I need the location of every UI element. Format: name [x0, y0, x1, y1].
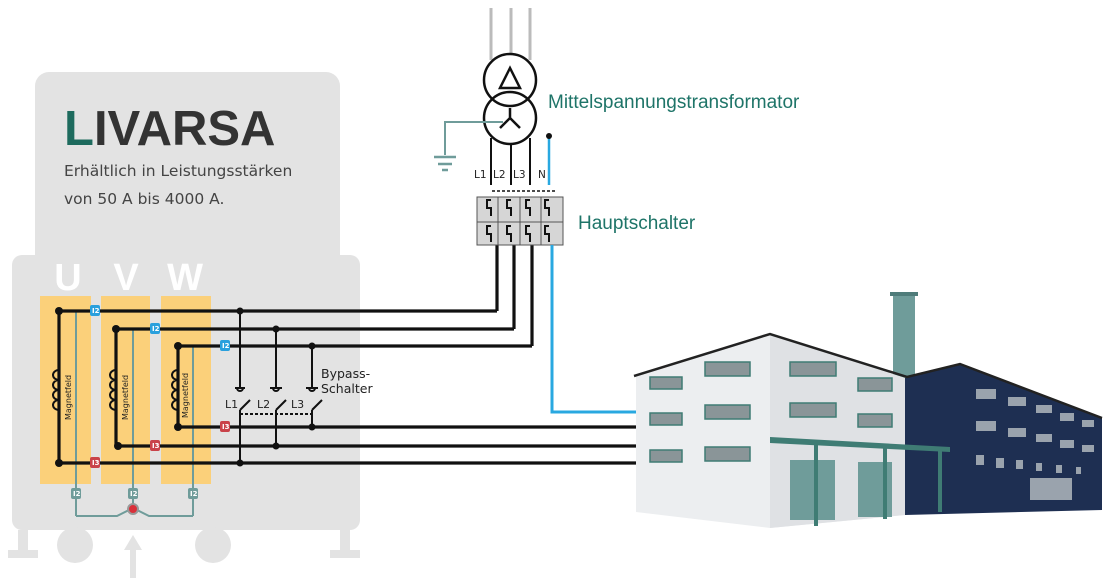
tag-i2: I2 — [190, 490, 198, 498]
bypass-l1: L1 — [225, 398, 238, 411]
bypass-switch — [235, 311, 323, 463]
terminal-l3: L3 — [513, 169, 526, 181]
bypass-l3: L3 — [291, 398, 304, 411]
current-tags: I2 I2 I2 I3 I3 I3 I2 I2 I2 — [71, 305, 230, 499]
neutral-line — [550, 245, 640, 414]
coil-label-v: Magnetfeld — [121, 375, 130, 420]
tag-i3: I3 — [222, 423, 230, 431]
bypass-l2: L2 — [257, 398, 270, 411]
tag-i2: I2 — [130, 490, 138, 498]
phase-u: U — [54, 257, 81, 299]
tag-i2: I2 — [222, 342, 230, 350]
subtitle-line-2: von 50 A bis 4000 A. — [64, 190, 224, 208]
tag-i3: I3 — [92, 459, 100, 467]
main-switch-label: Hauptschalter — [578, 213, 696, 234]
bypass-label-2: Schalter — [321, 381, 373, 396]
terminal-l2: L2 — [493, 169, 506, 181]
coil-label-u: Magnetfeld — [64, 375, 73, 420]
phase-v: V — [113, 257, 139, 299]
tag-i2: I2 — [73, 490, 81, 498]
terminal-l1: L1 — [474, 169, 487, 181]
transformer — [434, 8, 552, 185]
bypass-label-1: Bypass- — [321, 366, 370, 381]
main-switch — [476, 190, 564, 246]
coil-label-w: Magnetfeld — [181, 373, 190, 418]
transformer-label: Mittelspannungstransformator — [548, 92, 800, 113]
tag-i2: I2 — [152, 325, 160, 333]
subtitle-line-1: Erhältlich in Leistungsstärken — [64, 162, 292, 180]
phase-w: W — [167, 257, 203, 299]
logo: LIVARSA — [64, 102, 275, 156]
center-node — [127, 503, 139, 515]
conductors — [57, 245, 640, 465]
tag-i3: I3 — [152, 442, 160, 450]
terminal-n: N — [538, 169, 546, 181]
phase-columns — [40, 296, 211, 484]
junction-dots — [55, 307, 316, 467]
factory-building — [633, 292, 1103, 528]
tag-i2: I2 — [92, 307, 100, 315]
